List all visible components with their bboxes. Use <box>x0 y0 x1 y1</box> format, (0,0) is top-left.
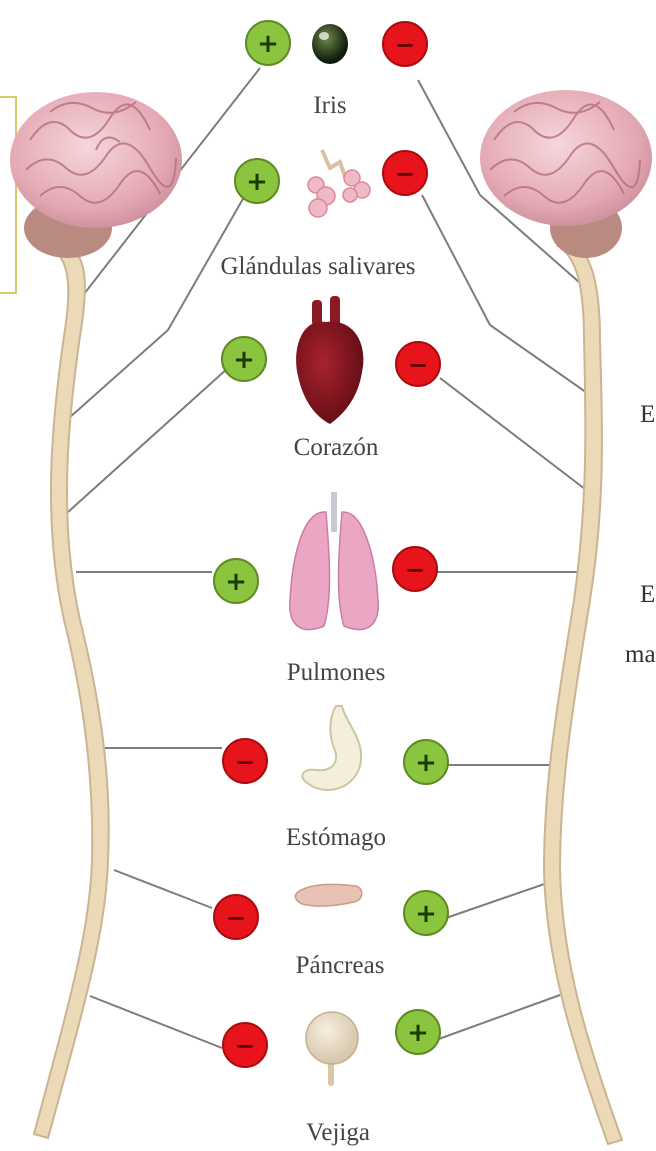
minus-sign: − <box>408 351 428 379</box>
minus-sign: − <box>235 748 255 776</box>
plus-sign: + <box>415 899 437 929</box>
iris-eye-icon <box>312 24 348 64</box>
organ-label-lungs: Pulmones <box>287 659 386 686</box>
plus-sign: + <box>257 29 279 59</box>
organ-bladder <box>306 1012 358 1086</box>
bladder-icon <box>306 1012 358 1086</box>
organ-label-pancreas: Páncreas <box>296 952 385 979</box>
bladder-right-sign-badge: + <box>396 1010 440 1054</box>
organ-pancreas <box>295 884 361 906</box>
iris-right-sign-badge: − <box>383 22 427 66</box>
plus-sign: + <box>225 567 247 597</box>
stomach-icon <box>302 706 361 790</box>
plus-sign: + <box>407 1018 429 1048</box>
organ-salivary-glands <box>308 150 370 217</box>
organ-label-heart: Corazón <box>294 434 379 461</box>
pancreas-icon <box>295 884 361 906</box>
organ-heart <box>296 296 363 424</box>
cropped-box-edge <box>0 97 16 293</box>
organ-stomach <box>302 706 361 790</box>
cut-text-3: ma <box>625 641 656 668</box>
pancreas-right-sign-badge: + <box>404 891 448 935</box>
minus-sign: − <box>235 1032 255 1060</box>
lungs-left-sign-badge: + <box>214 559 258 603</box>
plus-sign: + <box>246 167 268 197</box>
minus-sign: − <box>405 556 425 584</box>
organ-label-salivary: Glándulas salivares <box>220 253 415 280</box>
right-brain <box>480 90 652 226</box>
stomach-right-sign-badge: + <box>404 740 448 784</box>
salivary-right-sign-badge: − <box>383 151 427 195</box>
minus-sign: − <box>226 904 246 932</box>
lungs-right-sign-badge: − <box>393 547 437 591</box>
left-brain-spine <box>10 92 182 1138</box>
cut-text-1: E <box>640 401 655 428</box>
bladder-left-sign-badge: − <box>223 1023 267 1067</box>
lungs-icon <box>290 492 378 630</box>
minus-sign: − <box>395 31 415 59</box>
organ-lungs <box>290 492 378 630</box>
minus-sign: − <box>395 160 415 188</box>
salivary-left-sign-badge: + <box>235 159 279 203</box>
stomach-left-sign-badge: − <box>223 739 267 783</box>
cut-text-2: E <box>640 581 655 608</box>
organ-label-iris: Iris <box>313 92 346 119</box>
organ-label-stomach: Estómago <box>286 824 386 851</box>
plus-sign: + <box>233 345 255 375</box>
heart-icon <box>296 296 363 424</box>
left-spinal-cord <box>34 238 109 1138</box>
pancreas-left-sign-badge: − <box>214 895 258 939</box>
salivary-glands-icon <box>308 150 370 217</box>
organ-iris <box>312 24 348 64</box>
left-brain <box>10 92 182 228</box>
plus-sign: + <box>415 748 437 778</box>
right-brain-spine <box>480 90 652 1144</box>
right-spinal-cord <box>544 238 622 1144</box>
organ-label-bladder: Vejiga <box>306 1119 370 1146</box>
heart-left-sign-badge: + <box>222 337 266 381</box>
heart-right-sign-badge: − <box>396 342 440 386</box>
iris-left-sign-badge: + <box>246 21 290 65</box>
sign-badges: + − + − + − + − − + − + − + <box>214 21 448 1067</box>
